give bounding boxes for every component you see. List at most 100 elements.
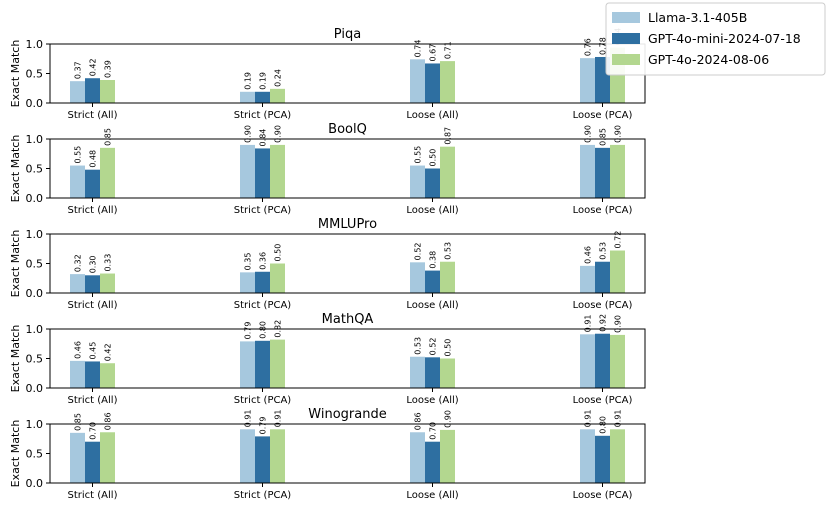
y-axis-label: Exact Match xyxy=(9,40,22,108)
data-label: 0.42 xyxy=(104,343,113,361)
legend-swatch xyxy=(612,33,640,44)
data-label: 0.19 xyxy=(244,72,253,90)
bar xyxy=(270,144,285,198)
data-label: 0.76 xyxy=(584,38,593,56)
data-label: 0.36 xyxy=(259,252,268,270)
bar xyxy=(70,360,85,388)
y-tick-label: 0.5 xyxy=(26,68,44,81)
data-label: 0.84 xyxy=(259,129,268,147)
subplot-title: Winogrande xyxy=(308,407,386,422)
bar xyxy=(240,144,255,198)
bar xyxy=(440,261,455,293)
data-label: 0.50 xyxy=(429,149,438,167)
y-tick-label: 1.0 xyxy=(26,228,44,241)
data-label: 0.33 xyxy=(104,254,113,272)
data-label: 0.91 xyxy=(274,409,283,427)
y-tick-label: 0.5 xyxy=(26,353,44,366)
bar xyxy=(410,165,425,198)
bar xyxy=(85,441,100,483)
data-label: 0.87 xyxy=(444,127,453,145)
data-label: 0.50 xyxy=(444,339,453,357)
x-tick-label: Loose (All) xyxy=(406,300,458,311)
data-label: 0.52 xyxy=(414,243,423,261)
y-axis-label: Exact Match xyxy=(9,135,22,203)
bar xyxy=(580,58,595,103)
bar xyxy=(595,435,610,483)
bar xyxy=(440,146,455,198)
bar xyxy=(270,339,285,388)
bar xyxy=(70,432,85,483)
bar xyxy=(85,78,100,103)
bar xyxy=(425,168,440,198)
data-label: 0.91 xyxy=(584,314,593,332)
bar xyxy=(70,165,85,198)
legend-label: GPT-4o-mini-2024-07-18 xyxy=(648,31,801,46)
bar xyxy=(270,429,285,483)
bar xyxy=(270,88,285,103)
data-label: 0.53 xyxy=(414,337,423,355)
x-tick-label: Loose (PCA) xyxy=(573,395,633,406)
data-label: 0.46 xyxy=(74,341,83,359)
data-label: 0.53 xyxy=(444,242,453,260)
data-label: 0.71 xyxy=(444,41,453,59)
bar xyxy=(255,340,270,388)
bar xyxy=(100,147,115,198)
bar xyxy=(580,334,595,388)
bar xyxy=(595,147,610,198)
data-label: 0.30 xyxy=(89,255,98,273)
data-label: 0.37 xyxy=(74,61,83,79)
y-tick-label: 0.0 xyxy=(26,477,44,490)
bar xyxy=(70,81,85,103)
bar xyxy=(85,275,100,293)
y-tick-label: 1.0 xyxy=(26,323,44,336)
data-label: 0.85 xyxy=(599,128,608,146)
data-label: 0.32 xyxy=(74,254,83,272)
axes-frame xyxy=(49,328,646,389)
data-label: 0.48 xyxy=(89,150,98,168)
y-tick-label: 1.0 xyxy=(26,133,44,146)
x-tick-label: Strict (All) xyxy=(68,395,118,406)
y-tick-label: 0.0 xyxy=(26,192,44,205)
y-tick-label: 0.0 xyxy=(26,287,44,300)
data-label: 0.52 xyxy=(429,338,438,356)
axes-frame xyxy=(49,138,646,199)
bar xyxy=(440,429,455,483)
x-tick-label: Strict (PCA) xyxy=(234,300,292,311)
x-tick-label: Loose (All) xyxy=(406,395,458,406)
data-label: 0.74 xyxy=(414,40,423,58)
subplot-mathqa: 0.460.790.530.910.450.800.520.920.420.82… xyxy=(9,312,646,406)
data-label: 0.35 xyxy=(244,253,253,271)
bar xyxy=(100,79,115,103)
bar xyxy=(410,59,425,103)
x-tick-label: Strict (All) xyxy=(68,205,118,216)
y-tick-label: 1.0 xyxy=(26,418,44,431)
bar xyxy=(425,63,440,103)
data-label: 0.38 xyxy=(429,251,438,269)
x-tick-label: Strict (All) xyxy=(68,110,118,121)
bar xyxy=(100,432,115,483)
bar xyxy=(610,250,625,293)
bar xyxy=(85,361,100,388)
bar xyxy=(255,271,270,293)
data-label: 0.90 xyxy=(444,410,453,428)
legend-label: Llama-3.1-405B xyxy=(648,10,747,25)
data-label: 0.70 xyxy=(429,422,438,440)
data-label: 0.45 xyxy=(89,342,98,360)
data-label: 0.90 xyxy=(584,125,593,143)
axes-frame xyxy=(49,423,646,484)
x-tick-label: Loose (PCA) xyxy=(573,490,633,501)
bar xyxy=(100,363,115,388)
bar xyxy=(255,148,270,198)
data-label: 0.92 xyxy=(599,314,608,332)
bar xyxy=(425,270,440,293)
data-label: 0.70 xyxy=(89,422,98,440)
bar xyxy=(610,144,625,198)
data-label: 0.39 xyxy=(104,60,113,78)
x-tick-label: Loose (PCA) xyxy=(573,300,633,311)
x-tick-label: Strict (PCA) xyxy=(234,205,292,216)
bar xyxy=(240,272,255,293)
